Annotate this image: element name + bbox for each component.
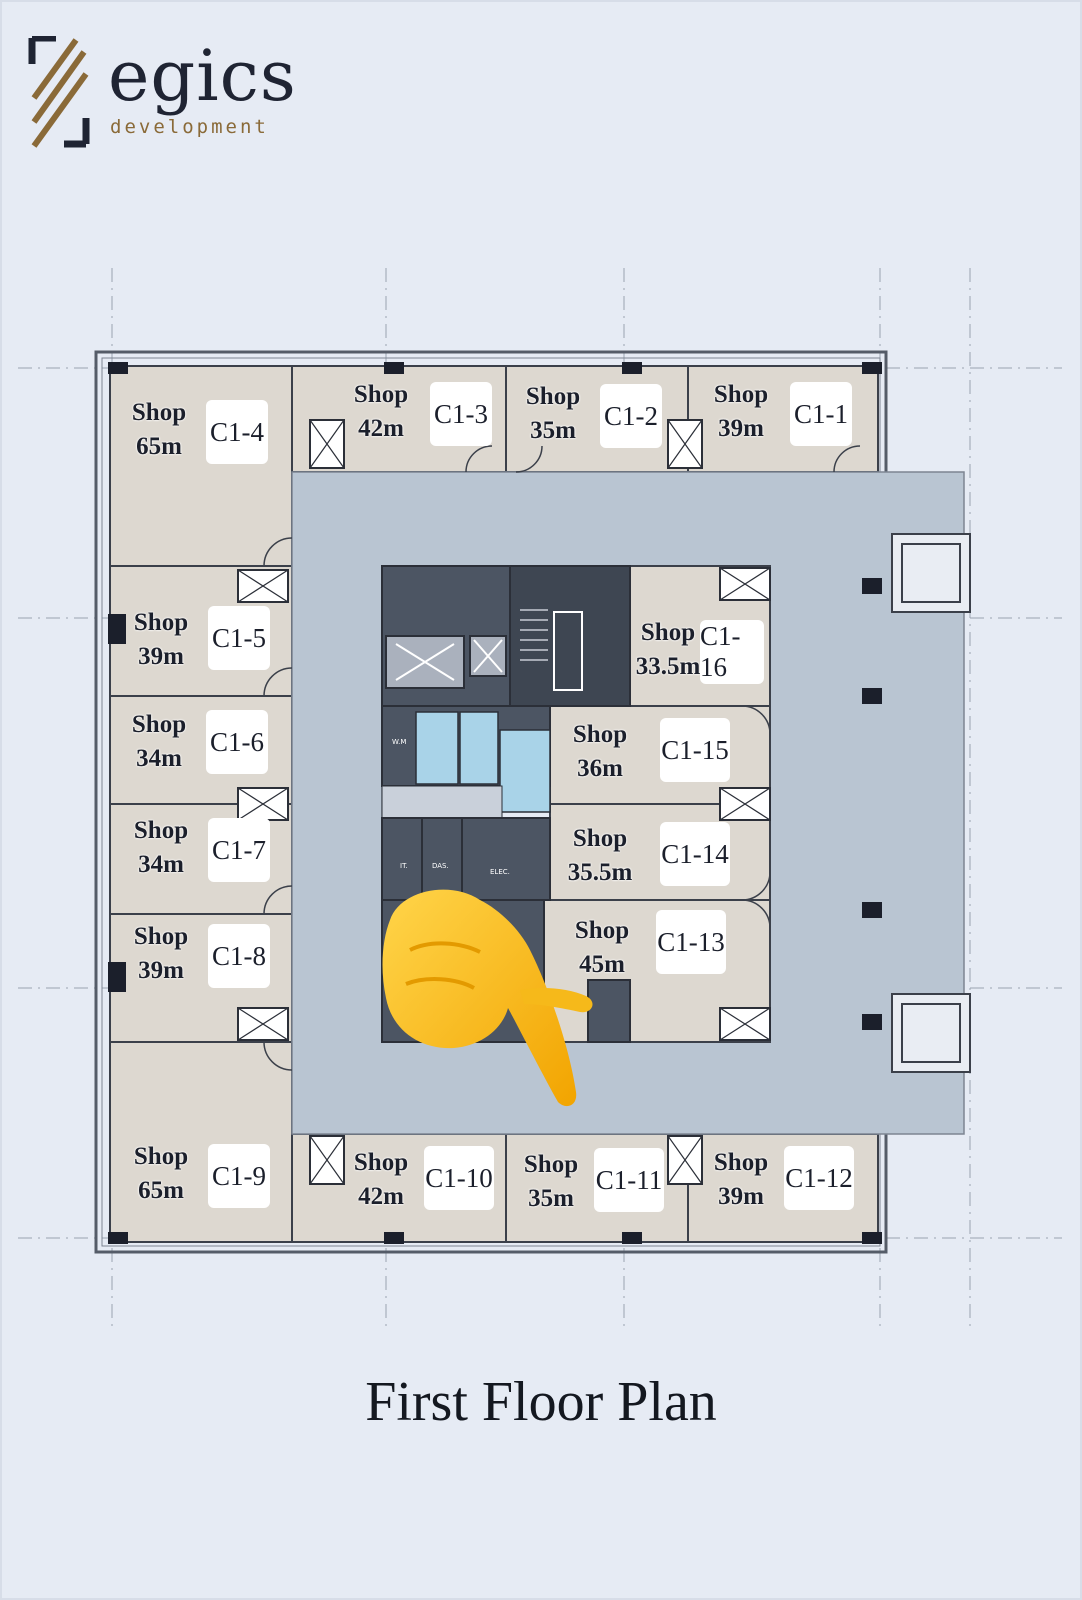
unit-c1-9 bbox=[109, 1041, 293, 1243]
unit-c1-4-id: C1-4 bbox=[206, 400, 268, 464]
unit-c1-14-id: C1-14 bbox=[660, 822, 730, 886]
brand-tagline: development bbox=[110, 116, 269, 138]
unit-c1-2-id: C1-2 bbox=[600, 384, 662, 448]
unit-c1-4 bbox=[109, 365, 293, 567]
unit-c1-11-id: C1-11 bbox=[594, 1148, 664, 1212]
core-label-it: IT. bbox=[400, 862, 408, 870]
plan-title: First Floor Plan bbox=[365, 1371, 717, 1433]
brand-name: egics bbox=[108, 35, 297, 117]
core-label-das: DAS. bbox=[432, 862, 449, 870]
unit-c1-7-id: C1-7 bbox=[208, 818, 270, 882]
unit-c1-9-id: C1-9 bbox=[208, 1144, 270, 1208]
unit-c1-5-id: C1-5 bbox=[208, 606, 270, 670]
unit-c1-15-id: C1-15 bbox=[660, 718, 730, 782]
unit-c1-8-id: C1-8 bbox=[208, 924, 270, 988]
pointing-hand-icon bbox=[382, 889, 593, 1107]
unit-c1-16-id: C1-16 bbox=[700, 620, 764, 684]
core-label-wm: W.M bbox=[392, 738, 407, 746]
unit-c1-3-id: C1-3 bbox=[430, 382, 492, 446]
unit-c1-13-id: C1-13 bbox=[656, 910, 726, 974]
unit-c1-6-id: C1-6 bbox=[206, 710, 268, 774]
brand-logo: egics development bbox=[28, 36, 328, 156]
service-core bbox=[381, 565, 631, 1043]
egics-logo-icon bbox=[28, 36, 90, 148]
core-label-elec: ELEC. bbox=[490, 868, 510, 876]
unit-c1-1-id: C1-1 bbox=[790, 382, 852, 446]
stair-icon bbox=[509, 565, 631, 707]
unit-c1-10-id: C1-10 bbox=[424, 1146, 494, 1210]
unit-c1-12-id: C1-12 bbox=[784, 1146, 854, 1210]
